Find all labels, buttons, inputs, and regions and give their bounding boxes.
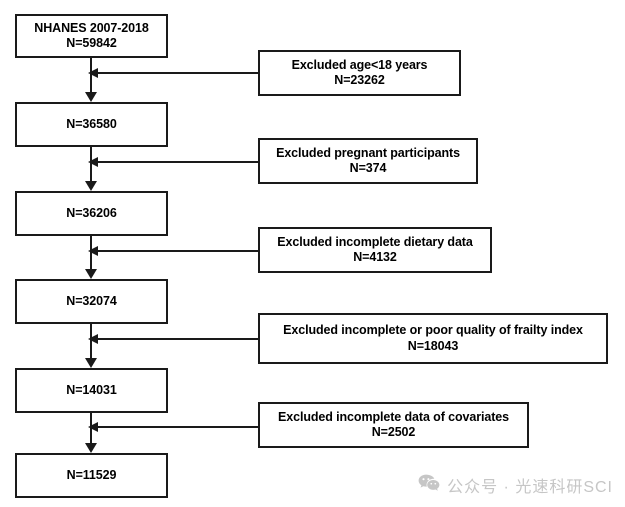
exclusion-node-label-line2: N=374 <box>349 161 387 175</box>
flow-node-nhanes-cohort: NHANES 2007-2018 N=59842 <box>15 14 168 58</box>
flow-node-label-line1: N=36580 <box>66 116 117 131</box>
flow-node-label-line1: N=32074 <box>66 293 117 308</box>
flow-node-after-pregnancy-exclusion: N=36206 <box>15 191 168 236</box>
flow-node-after-age-exclusion: N=36580 <box>15 102 168 147</box>
connector-arrowhead-excl-frailty <box>88 333 98 344</box>
flow-node-final-analytic-sample: N=11529 <box>15 453 168 498</box>
connector-arrowhead-n4-n5 <box>85 443 97 453</box>
exclusion-node-label-line2: N=23262 <box>334 73 385 87</box>
connector-arrowhead-excl-pregnant <box>88 156 98 167</box>
exclusion-node-label-line1: Excluded incomplete data of covariates <box>278 409 509 424</box>
connector-line-excl-pregnant <box>96 161 258 163</box>
flow-node-after-frailty-exclusion: N=14031 <box>15 368 168 413</box>
exclusion-node-label-line1: Excluded incomplete or poor quality of f… <box>283 323 583 338</box>
exclusion-node-label-line2: N=2502 <box>371 425 416 439</box>
exclusion-node-label-line1: Excluded incomplete dietary data <box>277 234 473 249</box>
flow-node-after-dietary-exclusion: N=32074 <box>15 279 168 324</box>
watermark-text: 公众号 · 光速科研SCI <box>447 479 613 496</box>
exclusion-node-dietary: Excluded incomplete dietary data N=4132 <box>258 227 492 273</box>
connector-arrowhead-n1-n2 <box>85 181 97 191</box>
connector-arrowhead-n2-n3 <box>85 269 97 279</box>
watermark: 公众号 · 光速科研SCI <box>418 473 613 497</box>
flow-node-label-line1: N=36206 <box>66 205 117 220</box>
exclusion-node-frailty-index: Excluded incomplete or poor quality of f… <box>258 313 608 364</box>
connector-line-excl-age <box>96 72 258 74</box>
connector-line-excl-dietary <box>96 250 258 252</box>
exclusion-node-label-line1: Excluded age<18 years <box>291 57 428 72</box>
exclusion-node-label-line2: N=4132 <box>353 250 397 264</box>
exclusion-node-label-line1: Excluded pregnant participants <box>276 145 460 160</box>
connector-line-excl-frailty <box>96 338 258 340</box>
connector-arrowhead-excl-dietary <box>88 245 98 256</box>
flow-node-label-line1: NHANES 2007-2018 <box>34 20 149 35</box>
exclusion-node-label-line2: N=18043 <box>407 338 459 353</box>
connector-arrowhead-excl-covariates <box>88 421 98 432</box>
flow-node-label-line1: N=11529 <box>66 467 117 482</box>
wechat-icon <box>418 474 440 497</box>
flow-node-label-line2: N=59842 <box>66 36 117 50</box>
exclusion-node-age: Excluded age<18 years N=23262 <box>258 50 461 96</box>
exclusion-node-pregnant: Excluded pregnant participants N=374 <box>258 138 478 184</box>
connector-arrowhead-n0-n1 <box>85 92 97 102</box>
connector-arrowhead-n3-n4 <box>85 358 97 368</box>
connector-arrowhead-excl-age <box>88 67 98 78</box>
connector-line-excl-covariates <box>96 426 258 428</box>
exclusion-node-covariates: Excluded incomplete data of covariates N… <box>258 402 529 448</box>
flow-node-label-line1: N=14031 <box>66 382 117 397</box>
